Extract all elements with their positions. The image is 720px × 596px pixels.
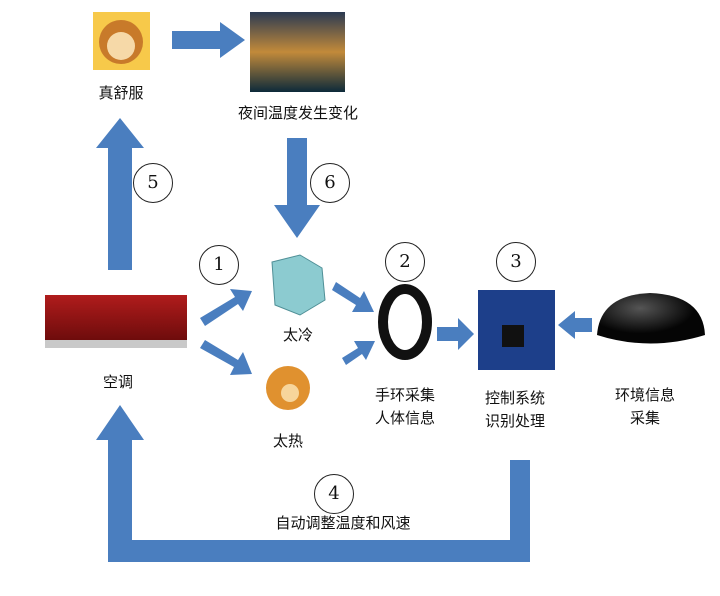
air-conditioner-image <box>45 295 187 348</box>
arrows <box>96 22 592 562</box>
label-band-line1: 手环采集 <box>374 386 436 404</box>
step-4-badge: 4 <box>314 474 354 514</box>
label-air-conditioner: 空调 <box>102 373 134 391</box>
monkey-image <box>93 12 150 70</box>
night-city-image <box>250 12 345 92</box>
arrow-hot-to-band <box>342 341 375 365</box>
label-environment-line1: 环境信息 <box>614 386 676 404</box>
wristband-image <box>378 284 432 360</box>
arrow-ac-to-cold <box>200 289 252 326</box>
environment-sensor-image <box>597 293 705 344</box>
label-control: 控制系统 识别处理 <box>485 387 545 433</box>
arrow-ac-to-hot <box>200 340 252 375</box>
too-cold-image <box>271 254 326 316</box>
arrow-cold-to-band <box>332 282 374 312</box>
label-environment-line2: 采集 <box>629 409 661 427</box>
step-2-badge: 2 <box>385 242 425 282</box>
label-comfortable: 真舒服 <box>98 84 144 102</box>
step-6-badge: 6 <box>310 163 350 203</box>
step-3-badge: 3 <box>496 242 536 282</box>
label-auto-adjust: 自动调整温度和风速 <box>275 514 411 532</box>
arrow-night-to-cold <box>274 138 320 238</box>
label-band: 手环采集 人体信息 <box>375 384 435 430</box>
arrow-env-to-control <box>558 311 592 339</box>
step-5-badge: 5 <box>133 163 173 203</box>
arrow-band-to-control <box>437 318 474 350</box>
label-control-line2: 识别处理 <box>484 412 546 430</box>
control-board-image <box>478 290 555 370</box>
arrow-monkey-to-city <box>172 22 245 58</box>
label-night-temp: 夜间温度发生变化 <box>237 104 359 122</box>
too-hot-image <box>266 366 310 410</box>
label-too-hot: 太热 <box>272 432 304 450</box>
label-control-line1: 控制系统 <box>484 389 546 407</box>
arrow-ac-to-comfortable <box>96 118 144 270</box>
label-band-line2: 人体信息 <box>374 409 436 427</box>
label-too-cold: 太冷 <box>282 326 314 344</box>
arrow-control-to-ac <box>96 405 530 562</box>
label-environment: 环境信息 采集 <box>615 384 675 430</box>
step-1-badge: 1 <box>199 245 239 285</box>
